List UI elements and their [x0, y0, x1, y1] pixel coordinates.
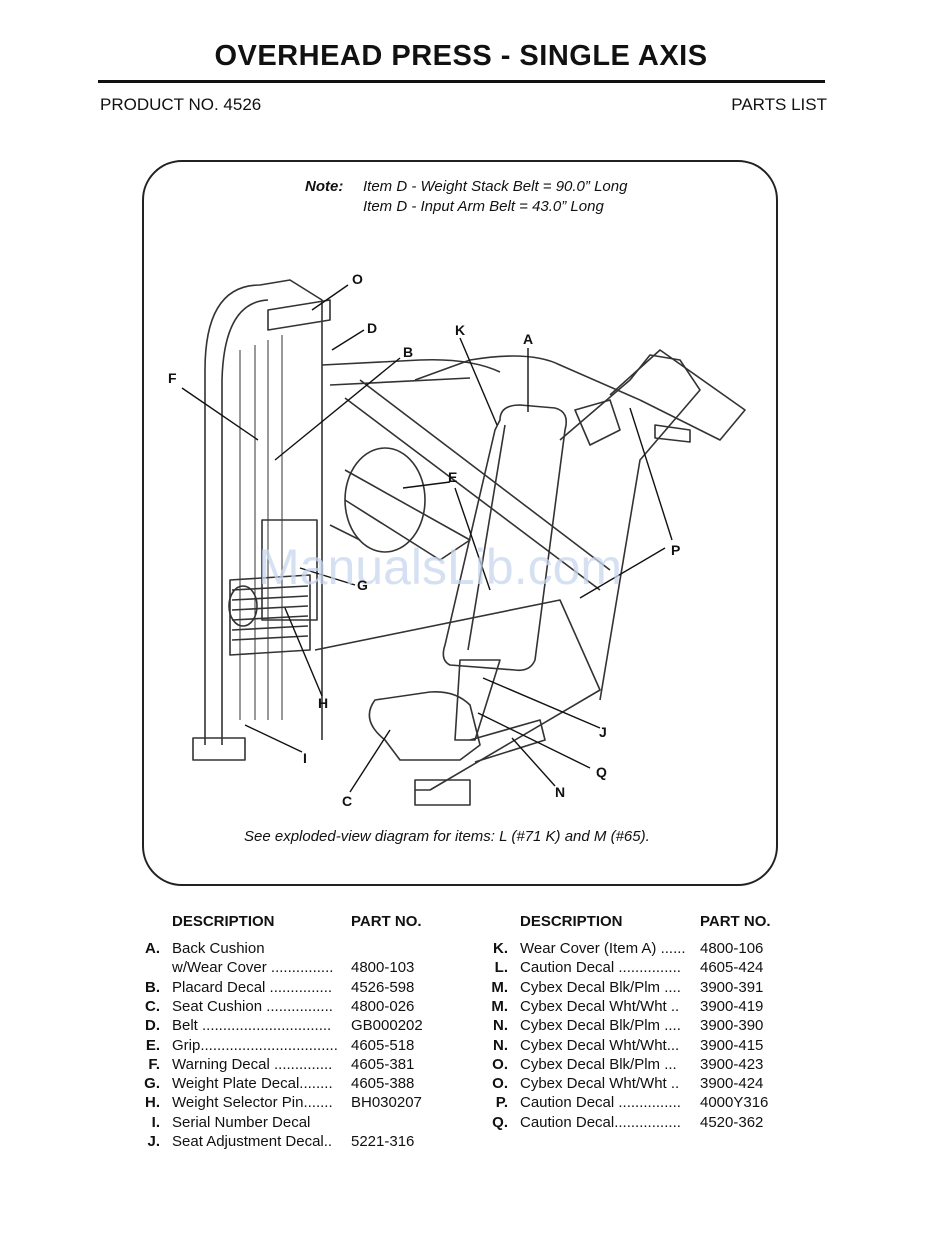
note-line-2: Item D - Input Arm Belt = 43.0” Long [363, 198, 604, 215]
item-description: Weight Selector Pin....... [172, 1094, 333, 1112]
item-description: Cybex Decal Wht/Wht .. [520, 997, 680, 1015]
item-letter: M. [491, 978, 508, 996]
callout-F: F [168, 370, 177, 386]
item-description: Warning Decal .............. [172, 1055, 333, 1073]
item-letter: K. [493, 940, 508, 957]
item-letter: D. [145, 1017, 160, 1035]
left-description-header: DESCRIPTION [172, 913, 275, 930]
item-letter: O. [492, 1075, 508, 1093]
item-description: Grip................................. [172, 1036, 338, 1054]
callout-J: J [599, 724, 607, 740]
exploded-view-note: See exploded-view diagram for items: L (… [244, 828, 650, 845]
item-part-number: BH030207 [351, 1094, 422, 1112]
callout-C: C [342, 793, 352, 809]
item-description: Back Cushion [172, 940, 265, 957]
item-part-number: 4520-362 [700, 1113, 764, 1131]
note-label: Note: [305, 178, 344, 195]
diagram-frame [142, 160, 778, 886]
callout-A: A [523, 331, 533, 347]
item-letter: C. [145, 997, 160, 1015]
item-part-number: 3900-424 [700, 1075, 764, 1093]
left-part-header: PART NO. [351, 913, 422, 930]
item-part-number: 4000Y316 [700, 1094, 769, 1112]
section-label: PARTS LIST [731, 95, 827, 114]
callout-K: K [455, 322, 465, 338]
back-pad [442, 404, 568, 672]
item-description: Cybex Decal Blk/Plm ... [520, 1055, 677, 1073]
item-letter: N. [493, 1017, 508, 1035]
item-description: w/Wear Cover ............... [172, 959, 334, 977]
callout-N: N [555, 784, 565, 800]
item-description: Belt ............................... [172, 1017, 332, 1035]
callout-D: D [367, 320, 377, 336]
callout-B: B [403, 344, 413, 360]
item-description: Cybex Decal Wht/Wht .. [520, 1075, 680, 1093]
callout-H: H [318, 695, 328, 711]
item-letter: A. [145, 940, 160, 957]
item-description: Cybex Decal Blk/Plm .... [520, 1017, 681, 1035]
watermark: ManualsLib.com [258, 539, 622, 595]
callout-P: P [671, 542, 680, 558]
item-part-number: 4800-026 [351, 997, 415, 1015]
item-part-number: GB000202 [351, 1017, 423, 1035]
item-letter: I. [151, 1113, 160, 1131]
item-letter: N. [493, 1036, 508, 1054]
item-letter: E. [145, 1036, 160, 1054]
item-description: Cybex Decal Blk/Plm .... [520, 978, 681, 996]
item-part-number: 5221-316 [351, 1133, 415, 1150]
item-letter: Q. [492, 1113, 508, 1131]
callout-G: G [357, 577, 368, 593]
page-title: OVERHEAD PRESS - SINGLE AXIS [214, 40, 708, 72]
item-part-number: 4605-381 [351, 1055, 415, 1073]
right-description-header: DESCRIPTION [520, 913, 623, 930]
item-part-number: 3900-391 [700, 978, 764, 996]
item-description: Caution Decal ............... [520, 959, 681, 977]
title-rule [98, 80, 825, 83]
item-part-number: 4526-598 [351, 978, 415, 996]
item-part-number: 4605-388 [351, 1075, 415, 1093]
item-description: Wear Cover (Item A) ...... [520, 940, 686, 957]
item-letter: P. [495, 1094, 508, 1112]
item-letter: F. [148, 1055, 160, 1073]
item-letter: O. [492, 1055, 508, 1073]
item-part-number: 4605-424 [700, 959, 764, 977]
item-description: Serial Number Decal [172, 1113, 311, 1131]
seat [368, 690, 481, 761]
item-letter: L. [494, 959, 508, 977]
item-letter: M. [491, 997, 508, 1015]
item-part-number: 4605-518 [351, 1036, 415, 1054]
item-part-number: 4800-103 [351, 959, 415, 977]
item-part-number: 3900-423 [700, 1055, 764, 1073]
item-description: Caution Decal................ [520, 1113, 681, 1131]
item-description: Cybex Decal Wht/Wht... [520, 1036, 680, 1054]
item-part-number: 3900-390 [700, 1017, 764, 1035]
item-letter: J. [147, 1133, 160, 1150]
item-letter: G. [144, 1075, 160, 1093]
item-letter: H. [145, 1094, 160, 1112]
callout-E: E [448, 469, 457, 485]
item-part-number: 4800-106 [700, 940, 764, 957]
item-description: Placard Decal ............... [172, 978, 333, 996]
tower-frame [204, 279, 323, 745]
callout-O: O [352, 271, 363, 287]
right-part-header: PART NO. [700, 913, 771, 930]
product-number: PRODUCT NO. 4526 [100, 95, 262, 114]
item-description: Caution Decal ............... [520, 1094, 681, 1112]
machine-diagram: ManualsLib.com O D K A B F E P G H J I Q… [168, 271, 746, 809]
item-description: Seat Adjustment Decal.. [172, 1133, 333, 1150]
callout-Q: Q [596, 764, 607, 780]
item-description: Seat Cushion ................ [172, 997, 333, 1015]
item-letter: B. [145, 978, 160, 996]
callout-I: I [303, 750, 307, 766]
item-description: Weight Plate Decal........ [172, 1075, 333, 1093]
item-part-number: 3900-419 [700, 997, 764, 1015]
note-line-1: Item D - Weight Stack Belt = 90.0” Long [363, 178, 628, 195]
item-part-number: 3900-415 [700, 1036, 764, 1054]
